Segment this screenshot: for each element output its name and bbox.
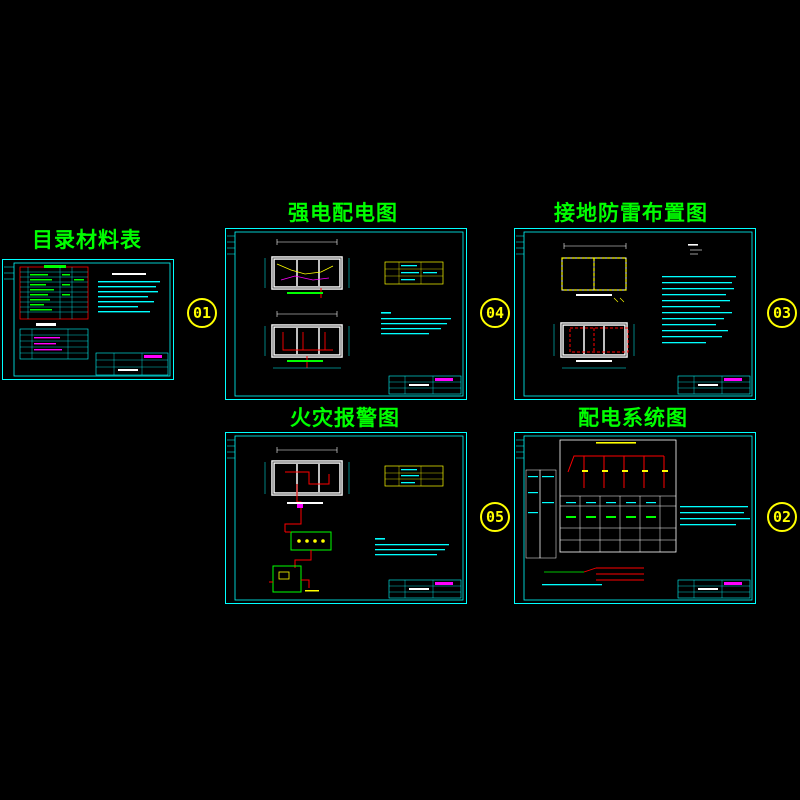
sheet-title-system: 配电系统图: [578, 406, 688, 430]
sheet-title-fire: 火灾报警图: [290, 406, 400, 430]
sheet-number-badge-fire: 05: [480, 502, 510, 532]
drawing-sheet-catalog[interactable]: [2, 259, 174, 380]
sheet-number-badge-catalog: 01: [187, 298, 217, 328]
sheet-title-grounding: 接地防雷布置图: [554, 201, 708, 225]
sheet-title-catalog: 目录材料表: [32, 228, 142, 252]
sheet-number-badge-power: 04: [480, 298, 510, 328]
drawing-sheet-power[interactable]: [225, 228, 467, 400]
sheet-title-power: 强电配电图: [288, 201, 398, 225]
drawing-sheet-grounding[interactable]: [514, 228, 756, 400]
drawing-sheet-fire[interactable]: [225, 432, 467, 604]
drawing-sheet-system[interactable]: [514, 432, 756, 604]
sheet-number-badge-system: 02: [767, 502, 797, 532]
sheet-number-badge-grounding: 03: [767, 298, 797, 328]
